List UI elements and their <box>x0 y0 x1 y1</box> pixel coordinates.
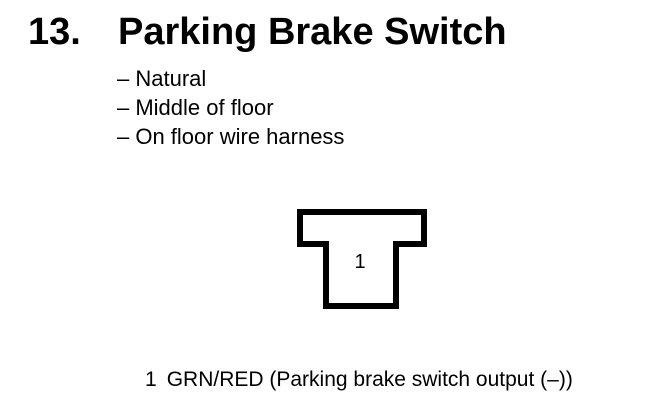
pin-number: 1 <box>145 368 157 391</box>
section-number: 13. <box>28 11 81 53</box>
connector-diagram <box>296 208 428 310</box>
component-details: – Natural – Middle of floor – On floor w… <box>117 64 344 151</box>
section-heading: 13. Parking Brake Switch <box>28 9 507 59</box>
pin-row: 1 GRN/RED (Parking brake switch output (–… <box>145 366 573 394</box>
detail-color: – Natural <box>117 66 207 91</box>
section-title: Parking Brake Switch <box>118 11 507 53</box>
pin-list: 1 GRN/RED (Parking brake switch output (–… <box>145 366 573 394</box>
detail-location: – Middle of floor <box>117 95 274 120</box>
connector-outline-icon <box>297 209 427 309</box>
pin-description: GRN/RED (Parking brake switch output (–)… <box>166 368 573 391</box>
detail-harness: – On floor wire harness <box>117 124 345 149</box>
connector-pin-label: 1 <box>354 251 366 273</box>
